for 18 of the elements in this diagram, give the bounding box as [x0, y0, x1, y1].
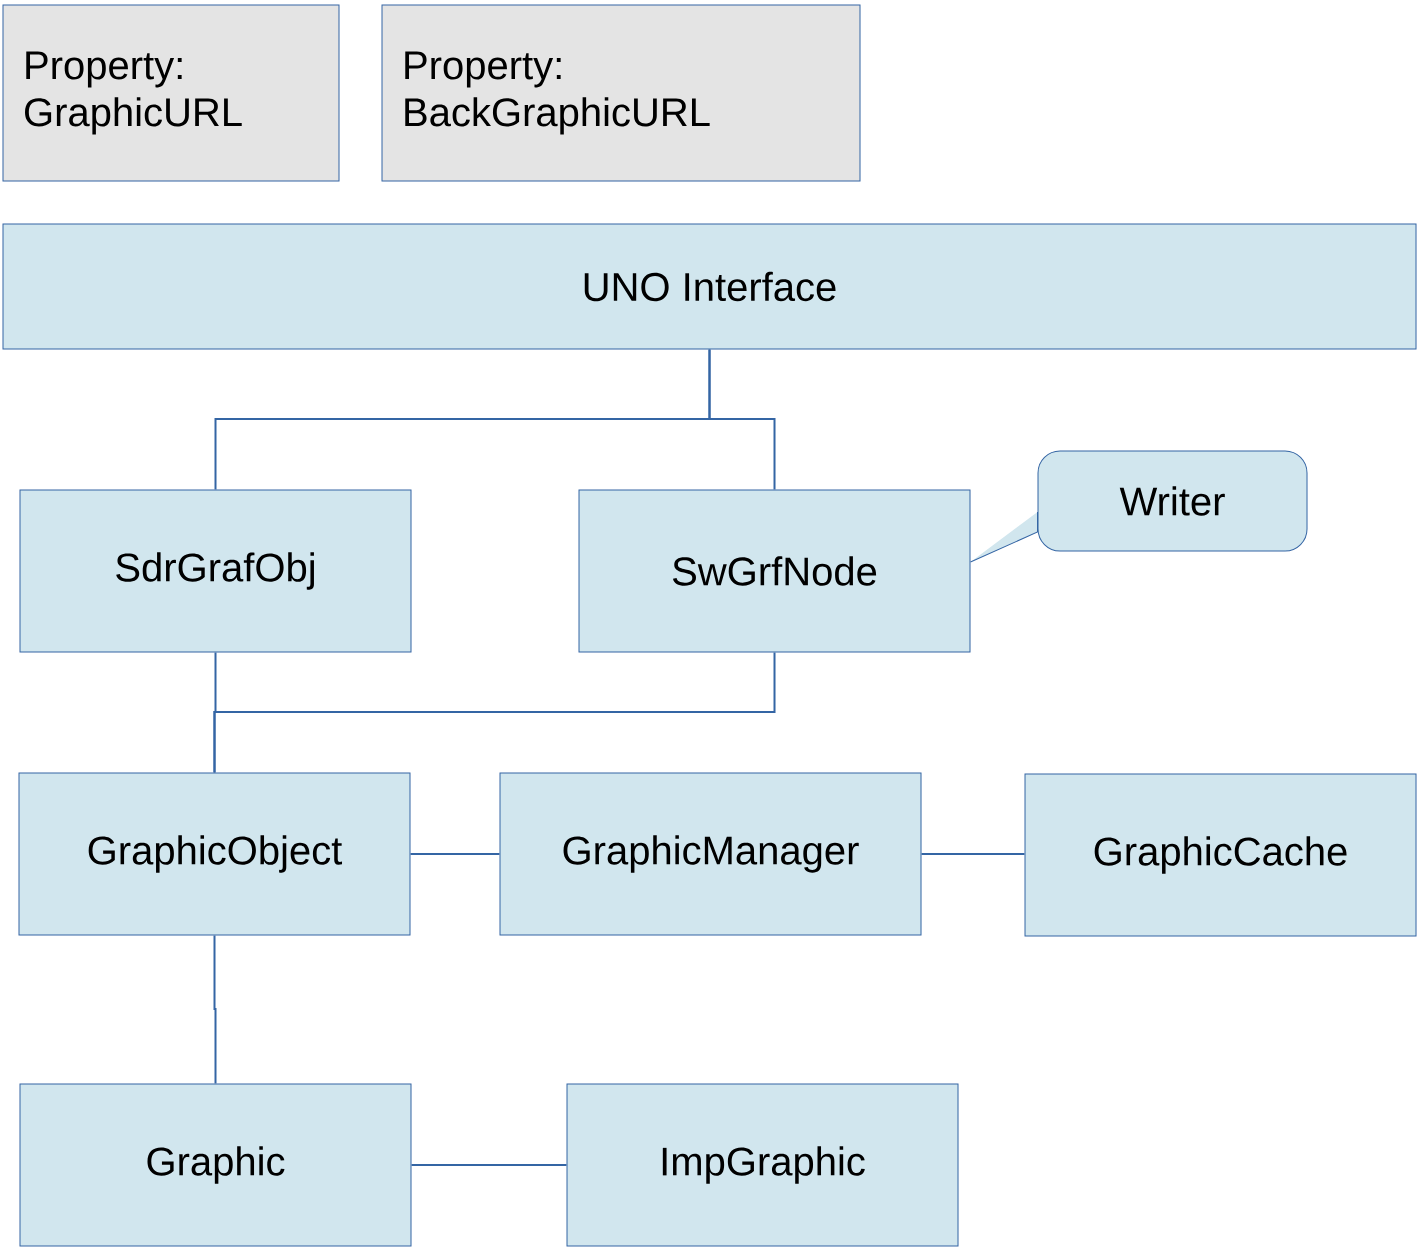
class-box: UNO Interface	[2, 223, 1417, 350]
class-box: GraphicManager	[499, 772, 922, 936]
callout-bubble: Writer	[1037, 450, 1308, 552]
class-box: ImpGraphic	[566, 1083, 959, 1247]
class-box: SdrGrafObj	[19, 489, 412, 653]
class-box: Graphic	[19, 1083, 412, 1247]
connector-line	[920, 853, 1026, 855]
class-box: GraphicCache	[1024, 773, 1417, 937]
property-box: Property: GraphicURL	[2, 4, 340, 182]
class-box: SwGrfNode	[578, 489, 971, 653]
connector-line	[708, 348, 776, 491]
connector-line	[409, 853, 501, 855]
connector-line	[213, 934, 217, 1085]
callout-pointer	[970, 511, 1038, 563]
property-box: Property: BackGraphicURL	[381, 4, 861, 182]
connector-line	[213, 651, 776, 774]
class-box: GraphicObject	[18, 772, 411, 936]
connector-line	[410, 1164, 568, 1166]
